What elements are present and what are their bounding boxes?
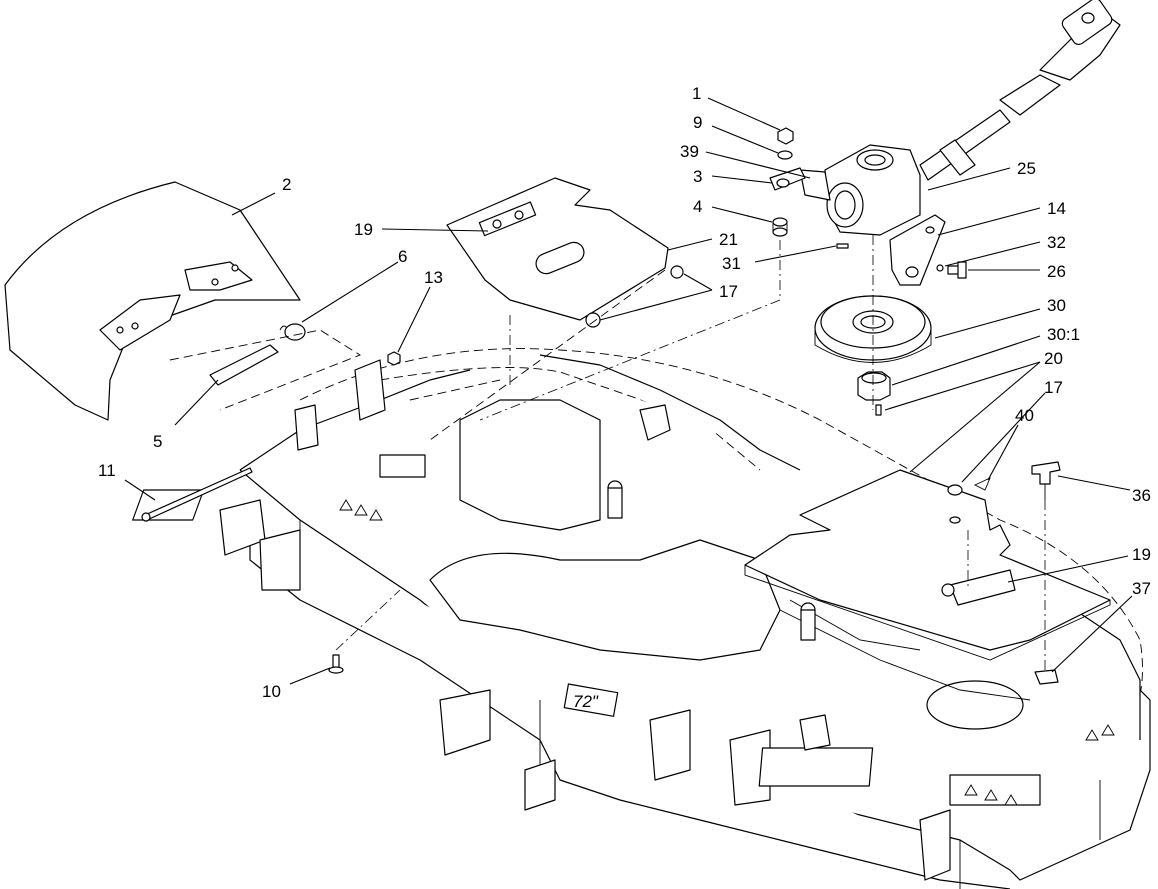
mower-deck: 72" <box>132 348 1151 889</box>
right-belt-cover <box>744 469 1111 661</box>
deflector-rod <box>141 467 253 522</box>
callout-label: 6 <box>398 247 407 266</box>
callout-label: 32 <box>1047 233 1066 252</box>
carriage-bolt <box>328 654 344 674</box>
cover-knob <box>1031 461 1061 500</box>
callout-label: 5 <box>153 432 162 451</box>
callout-label: 25 <box>1017 159 1036 178</box>
callout-label: 30:1 <box>1047 325 1080 344</box>
callout-label: 31 <box>722 254 741 273</box>
callout-label: 11 <box>98 461 116 480</box>
callout-label: 13 <box>424 268 443 287</box>
callout-label: 21 <box>719 230 738 249</box>
gearbox-assembly <box>769 0 1121 416</box>
deck-size-decal: 72" <box>573 692 599 711</box>
hex-nut <box>387 351 401 366</box>
callout-label: 19 <box>1132 545 1151 564</box>
callout-label: 39 <box>680 142 699 161</box>
callout-label: 14 <box>1047 199 1066 218</box>
callout-label: 17 <box>719 282 738 301</box>
callout-label: 10 <box>262 682 281 701</box>
callout-label: 3 <box>693 167 702 186</box>
callout-label: 1 <box>692 84 701 103</box>
callout-label: 4 <box>693 197 702 216</box>
callout-label: 9 <box>693 113 702 132</box>
callouts: 1 9 39 3 4 25 14 32 26 31 2 19 2 <box>98 84 1151 701</box>
callout-label: 17 <box>1044 378 1063 397</box>
callout-label: 36 <box>1132 486 1151 505</box>
callout-label: 20 <box>1044 349 1063 368</box>
discharge-deflector <box>4 181 361 421</box>
callout-label: 40 <box>1015 406 1034 425</box>
callout-label: 30 <box>1047 296 1066 315</box>
callout-label: 19 <box>354 220 373 239</box>
cover-clip <box>1034 669 1059 685</box>
callout-label: 26 <box>1047 262 1066 281</box>
callout-label: 37 <box>1132 579 1151 598</box>
center-belt-cover <box>446 177 684 328</box>
callout-label: 2 <box>282 175 291 194</box>
